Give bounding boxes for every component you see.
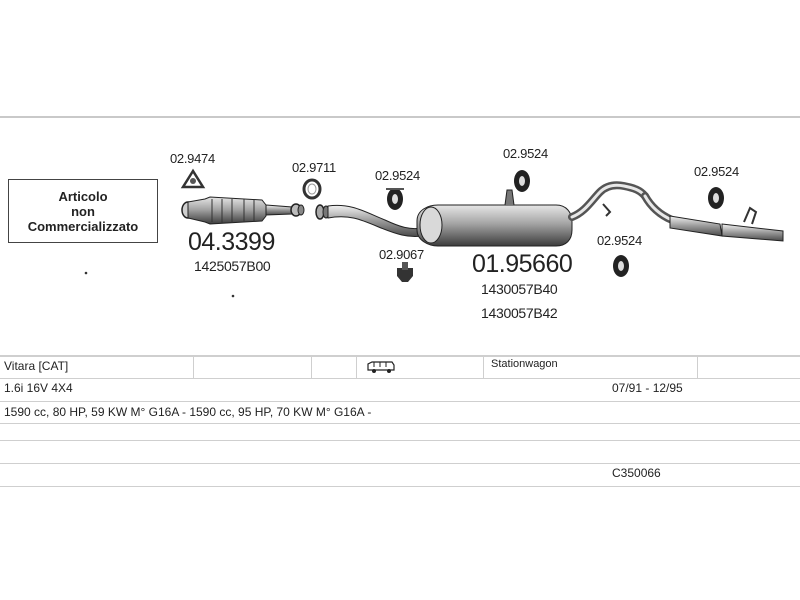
label-mount-mid: 02.9067 [379,247,424,262]
exhaust-system-diagram [84,168,784,298]
rubber-mount-part [613,255,629,277]
label-catalyst-code: 04.3399 [188,228,275,256]
dot-marker [84,271,88,275]
notice-line-2: non [71,203,95,219]
table-row-divider [0,401,800,402]
vehicle-info-table: Vitara [CAT] Stationwagon 1.6i 16V 4X4 0… [0,355,800,488]
table-row-divider [0,486,800,487]
van-icon [366,360,396,374]
label-catalyst-oem: 1425057B00 [194,258,271,274]
rubber-mount-part [708,187,724,209]
table-col-divider [697,356,698,378]
body-type: Stationwagon [491,358,558,370]
hanger-mount-part [397,262,413,282]
table-col-divider [483,356,484,378]
production-years: 07/91 - 12/95 [612,381,683,395]
notice-line-3: Commercializzato [27,218,139,234]
gasket-ring-part [302,178,322,200]
label-muffler-oem-1: 1430057B40 [481,281,558,297]
table-row-divider [0,356,800,357]
dot-marker [231,294,235,298]
label-gasket: 02.9711 [292,160,336,175]
table-col-divider [356,356,357,378]
catalog-code: C350066 [612,466,661,480]
label-mount-top: 02.9524 [503,146,548,161]
tail-pipe-part [669,206,784,242]
rubber-mount-part [386,188,404,210]
top-divider [0,116,800,118]
label-muffler-oem-2: 1430057B42 [481,305,558,321]
not-commercialized-notice: Articolo non Commercializzato [8,179,158,243]
label-muffler-code: 01.95660 [472,250,573,278]
label-mount-rear: 02.9524 [694,164,739,179]
table-col-divider [193,356,194,378]
table-row-divider [0,378,800,379]
label-mount-front-mid: 02.9524 [375,168,420,183]
engine-specs: 1590 cc, 80 HP, 59 KW M° G16A - 1590 cc,… [4,405,372,419]
table-row-divider [0,463,800,464]
table-col-divider [311,356,312,378]
table-row-divider [0,423,800,424]
label-clamp-front: 02.9474 [170,151,215,166]
catalyst-part [181,196,305,225]
engine: 1.6i 16V 4X4 [4,381,73,395]
middle-pipe-part [315,204,423,237]
rubber-mount-part [514,170,530,192]
vehicle-model: Vitara [CAT] [4,359,69,373]
flange-clamp-part [180,168,206,189]
label-mount-lower-rear: 02.9524 [597,233,642,248]
notice-line-1: Articolo [58,188,108,204]
table-row-divider [0,440,800,441]
muffler-part [416,181,676,247]
